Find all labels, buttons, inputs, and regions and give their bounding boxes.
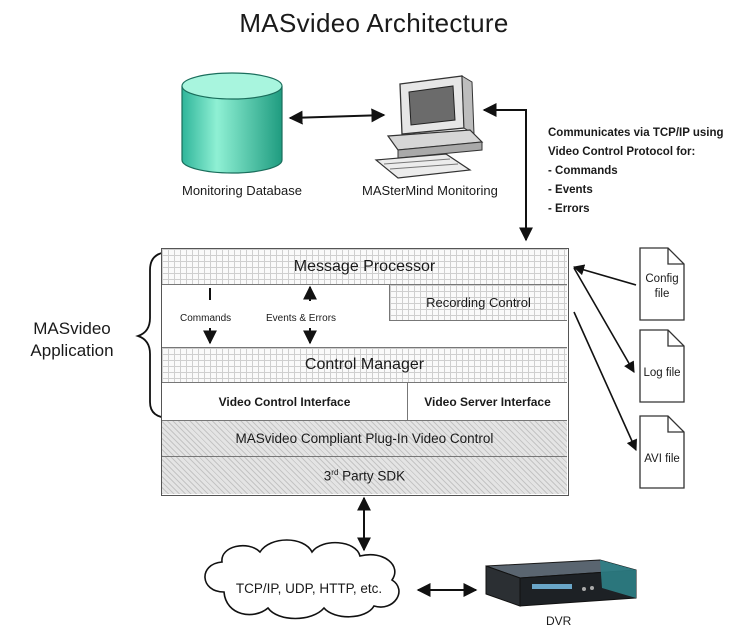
sdk-superscript: rd [331,467,339,477]
commands-label: Commands [180,313,232,324]
avi-file-icon [639,415,685,489]
avi-file-label: AVI file [644,453,680,465]
application-label-line1: MASvideo [33,319,111,338]
sdk-suffix: Party SDK [338,468,406,484]
computer-icon [374,75,484,179]
recording-control-label: Recording Control [426,295,531,310]
config-file-label-line2: file [654,288,670,300]
log-file-label: Log file [643,367,681,379]
plugin-layer: MASvideo Compliant Plug-In Video Control [162,421,567,457]
message-processor-label: Message Processor [293,257,436,275]
dvr-icon [485,559,637,607]
application-label: MASvideo Application [12,318,132,362]
protocol-item-commands: - Commands [548,165,618,177]
config-file-label: Config file [640,272,684,302]
protocol-note-line: Communicates via TCP/IP using [548,127,724,139]
control-manager: Control Manager [162,347,567,383]
cloud-icon [204,539,400,620]
network-cloud-label: TCP/IP, UDP, HTTP, etc. [235,581,383,596]
mastermind-monitoring-label: MASterMind Monitoring [362,183,498,198]
application-label-line2: Application [30,341,114,360]
diagram-title: MASvideo Architecture [239,8,509,38]
database-icon [181,72,283,174]
protocol-note: Communicates via TCP/IP using Video Cont… [548,124,724,219]
architecture-stack: Message Processor Recording Control Comm… [161,248,569,496]
log-file-icon [639,329,685,403]
sdk-layer-label: 3rd Party SDK [324,468,405,484]
protocol-item-errors: - Errors [548,203,590,215]
config-file-label-line1: Config [645,273,679,285]
dvr-label: DVR [546,614,572,628]
control-manager-label: Control Manager [304,356,425,373]
message-processor: Message Processor [162,249,567,285]
events-errors-label: Events & Errors [266,313,337,324]
sdk-prefix: 3 [323,468,332,484]
protocol-note-line: Video Control Protocol for: [548,146,696,158]
video-control-interface: Video Control Interface [162,383,408,421]
config-file-icon [639,247,685,321]
video-server-interface-label: Video Server Interface [424,394,551,409]
plugin-layer-label: MASvideo Compliant Plug-In Video Control [235,431,494,446]
protocol-item-events: - Events [548,184,593,196]
monitoring-database-label: Monitoring Database [182,183,302,198]
sdk-layer: 3rd Party SDK [162,457,567,494]
video-control-interface-label: Video Control Interface [218,394,351,409]
recording-control: Recording Control [389,285,567,321]
video-server-interface: Video Server Interface [408,383,567,421]
